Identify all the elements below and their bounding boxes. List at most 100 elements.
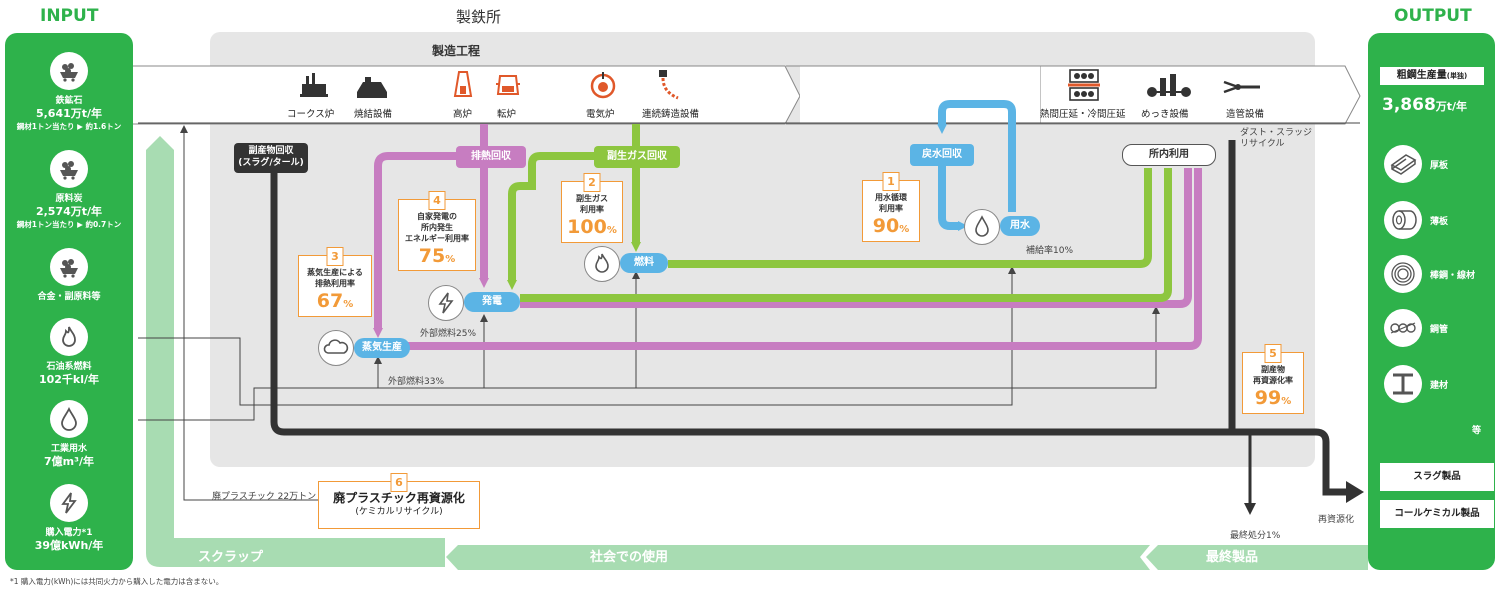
product-sheet: 薄板 <box>1384 201 1496 241</box>
kpi-value: 90% <box>872 215 910 237</box>
society-band-shape <box>446 545 1150 570</box>
kpi-label: 用水循環 利用率 <box>875 193 907 213</box>
input-items: 鉄鉱石 5,641万t/年 鋼材1トン当たり ▶ 約1.6トン 原料炭 2,57… <box>0 0 138 591</box>
production-label-box: 粗鋼生産量(単独) <box>1380 67 1484 85</box>
pipe-icon <box>1384 309 1422 347</box>
byproduct-gas-recovery-tag: 副生ガス回収 <box>594 146 680 168</box>
kpi-self-power: 4 自家発電の 所内発生 エネルギー利用率 75% <box>398 191 476 271</box>
input-header: INPUT <box>40 6 99 26</box>
process-rolling: 熱間圧延・冷間圧延 <box>1040 109 1126 120</box>
final-disposal-label: 最終処分1% <box>1230 531 1281 541</box>
band-final-products: 最終製品 <box>1206 550 1259 565</box>
input-name: 鉄鉱石 <box>55 96 83 106</box>
kpi-label: 蒸気生産による 排熱利用率 <box>307 268 363 288</box>
kpi-value: 100% <box>567 216 617 238</box>
electric-furnace-icon <box>590 72 616 99</box>
input-name: 工業用水 <box>50 444 87 454</box>
kpi-label: 副生ガス 利用率 <box>576 194 608 214</box>
kpi-water-circulation: 1 用水循環 利用率 90% <box>862 172 920 242</box>
blast-furnace-icon <box>453 71 473 97</box>
production-value: 3,868万t/年 <box>1382 95 1468 115</box>
process-plating: めっき設備 <box>1141 109 1189 120</box>
kpi-number: 4 <box>428 191 446 210</box>
fuel-flame-icon <box>584 246 620 282</box>
h-beam-icon <box>1384 365 1422 403</box>
process-electric-furnace: 電気炉 <box>586 109 615 120</box>
kpi-value: 99% <box>1254 387 1292 409</box>
kpi-label: 自家発電の 所内発生 エネルギー利用率 <box>405 212 469 243</box>
footnote: *1 購入電力(kWh)には共同火力から購入した電力は含まない。 <box>10 577 224 586</box>
flame-icon <box>50 318 88 356</box>
steam-cloud-icon <box>318 330 354 366</box>
wire-rod-icon <box>1384 255 1422 293</box>
power-lightning-icon <box>428 285 464 321</box>
fuel-tag: 燃料 <box>620 253 668 273</box>
dust-sludge-label: ダスト・スラッジ リサイクル <box>1240 128 1313 149</box>
external-fuel-25-label: 外部燃料25% <box>420 329 477 339</box>
water-recovery-tag: 戻水回収 <box>910 144 974 166</box>
input-value: 2,574万t/年 <box>35 205 103 218</box>
input-iron-ore: 鉄鉱石 5,641万t/年 鋼材1トン当たり ▶ 約1.6トン <box>0 52 138 132</box>
external-fuel-33-label: 外部燃料33% <box>388 377 445 387</box>
product-pipe: 鋼管 <box>1384 309 1496 349</box>
steam-tag: 蒸気生産 <box>354 338 410 358</box>
lightning-icon <box>50 484 88 522</box>
coal-chemical-box: コールケミカル製品 <box>1380 500 1494 528</box>
process-pipe-mill: 造管設備 <box>1226 109 1265 120</box>
steelworks-title: 製鉄所 <box>456 8 502 26</box>
plate-icon <box>1384 145 1422 183</box>
makeup-water-label: 補給率10% <box>1026 246 1074 256</box>
kpi-number: 2 <box>583 173 601 192</box>
waste-plastic-box: 6 廃プラスチック再資源化 (ケミカルリサイクル) <box>318 473 480 529</box>
water-tag: 用水 <box>1000 216 1040 236</box>
kpi-number: 3 <box>326 247 344 266</box>
input-name: 原料炭 <box>55 194 83 204</box>
coal-cart-icon <box>50 150 88 188</box>
plastic-box-title: 廃プラスチック再資源化 <box>333 491 465 505</box>
band-scrap: スクラップ <box>198 550 264 565</box>
process-sinter: 焼結設備 <box>354 109 393 120</box>
slag-product-box: スラグ製品 <box>1380 463 1494 491</box>
kpi-byproduct-recycling: 5 副産物 再資源化率 99% <box>1242 344 1304 414</box>
waste-plastic-amount-label: 廃プラスチック 22万トン <box>212 492 317 502</box>
output-header: OUTPUT <box>1394 6 1472 26</box>
kpi-number: 5 <box>1264 344 1282 363</box>
process-blast-furnace: 高炉 <box>453 109 473 120</box>
coil-icon <box>1384 201 1422 239</box>
process-title: 製造工程 <box>432 44 481 58</box>
input-name: 石油系燃料 <box>46 362 92 372</box>
process-coke-oven: コークス炉 <box>287 109 335 120</box>
input-industrial-water: 工業用水 7億m³/年 <box>0 400 138 469</box>
input-value: 7億m³/年 <box>44 455 94 468</box>
input-purchased-power: 購入電力*1 39億kWh/年 <box>0 484 138 553</box>
kpi-byproduct-gas: 2 副生ガス 利用率 100% <box>561 173 623 243</box>
recycling-label: 再資源化 <box>1318 515 1355 525</box>
input-value: 102千kl/年 <box>38 373 100 386</box>
plating-icon <box>1147 74 1191 97</box>
input-value: 5,641万t/年 <box>35 107 103 120</box>
input-oil-fuel: 石油系燃料 102千kl/年 <box>0 318 138 387</box>
byproduct-recovery-tag: 副産物回収 (スラグ/タール) <box>234 143 308 173</box>
input-sub: 鋼材1トン当たり ▶ 約0.7トン <box>16 220 122 229</box>
products-etc: 等 <box>1472 426 1482 436</box>
process-converter: 転炉 <box>497 109 517 120</box>
water-drop-icon <box>50 400 88 438</box>
input-sub: 鋼材1トン当たり ▶ 約1.6トン <box>16 122 122 131</box>
input-panel <box>5 33 133 570</box>
process-continuous-casting: 連続鋳造設備 <box>642 109 700 120</box>
kpi-steam-heat: 3 蒸気生産による 排熱利用率 67% <box>298 247 372 317</box>
output-contents: 粗鋼生産量(単独) 3,868万t/年 厚板 薄板 棒鋼・線材 鋼管 建材 等 … <box>1368 33 1495 570</box>
coke-oven-icon <box>300 73 328 97</box>
kpi-value: 67% <box>316 290 354 312</box>
product-plate: 厚板 <box>1384 145 1496 185</box>
rolling-mill-icon <box>1068 69 1100 101</box>
kpi-number: 1 <box>882 172 900 191</box>
waste-heat-recovery-tag: 排熱回収 <box>456 146 526 168</box>
water-node-drop-icon <box>964 209 1000 245</box>
alloy-cart-icon <box>50 248 88 286</box>
kpi-number: 6 <box>390 473 408 492</box>
product-bar-wire: 棒鋼・線材 <box>1384 255 1496 295</box>
power-tag: 発電 <box>464 292 520 312</box>
ore-cart-icon <box>50 52 88 90</box>
